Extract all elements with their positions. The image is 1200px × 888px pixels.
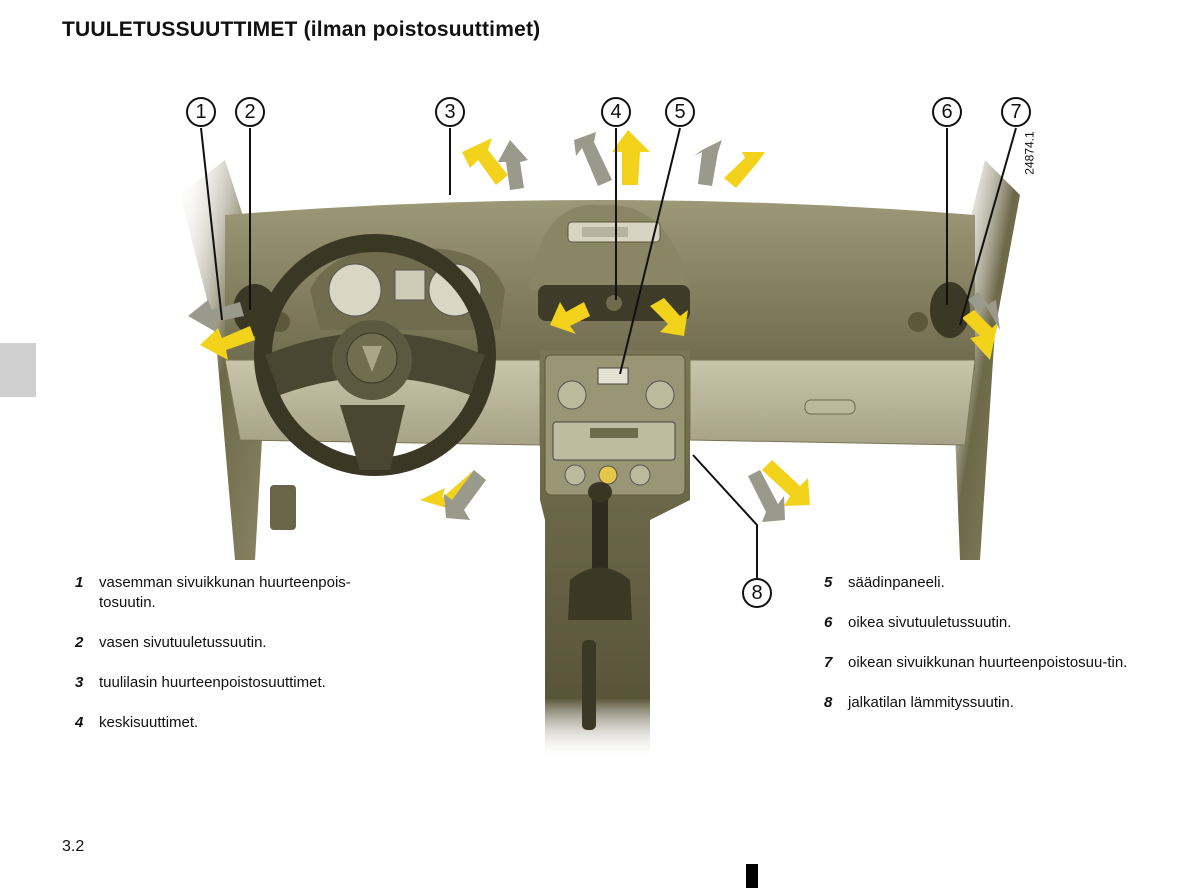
- callout-2: 2: [235, 97, 265, 127]
- callout-8: 8: [742, 578, 772, 608]
- legend-text: keskisuuttimet.: [99, 714, 199, 731]
- legend-number: 6: [824, 614, 833, 631]
- legend-left: 1 vasemman sivuikkunan huurteenpois-tosu…: [75, 573, 395, 753]
- legend-item: 4 keskisuuttimet.: [75, 713, 395, 733]
- legend-text: vasemman sivuikkunan huurteenpois-tosuut…: [99, 574, 351, 611]
- legend-item: 3 tuulilasin huurteenpoistosuuttimet.: [75, 673, 395, 693]
- legend-number: 7: [824, 654, 833, 671]
- legend-number: 1: [75, 574, 84, 591]
- legend-item: 8 jalkatilan lämmityssuutin.: [824, 693, 1144, 713]
- crop-mark: [746, 864, 758, 888]
- legend-right: 5 säädinpaneeli. 6 oikea sivutuuletussuu…: [824, 573, 1144, 733]
- legend-item: 5 säädinpaneeli.: [824, 573, 1144, 593]
- legend-number: 5: [824, 574, 833, 591]
- legend-text: vasen sivutuuletussuutin.: [99, 634, 267, 651]
- legend-text: oikea sivutuuletussuutin.: [848, 614, 1012, 631]
- section-tab: [0, 343, 36, 397]
- figure-code: 24874.1: [1022, 131, 1037, 175]
- callout-7: 7: [1001, 97, 1031, 127]
- handbrake: [582, 640, 596, 730]
- callout-1: 1: [186, 97, 216, 127]
- legend-text: säädinpaneeli.: [848, 574, 945, 591]
- leader-lines: [200, 127, 1017, 578]
- callout-6: 6: [932, 97, 962, 127]
- page-number: 3.2: [62, 838, 85, 855]
- gear-lever: [592, 495, 608, 575]
- legend-item: 7 oikean sivuikkunan huurteenpoistosuu-t…: [824, 653, 1144, 673]
- airflow-arrows-grey: [188, 132, 1000, 522]
- callout-5: 5: [665, 97, 695, 127]
- legend-number: 3: [75, 674, 84, 691]
- glovebox-handle: [804, 399, 856, 415]
- page-title: TUULETUSSUUTTIMET (ilman poistosuuttimet…: [62, 18, 541, 41]
- legend-text: tuulilasin huurteenpoistosuuttimet.: [99, 674, 326, 691]
- legend-number: 4: [75, 714, 84, 731]
- radio-unit: [552, 421, 676, 461]
- legend-text: jalkatilan lämmityssuutin.: [848, 694, 1014, 711]
- airflow-arrows-yellow: [200, 130, 998, 512]
- legend-item: 6 oikea sivutuuletussuutin.: [824, 613, 1144, 633]
- callout-3: 3: [435, 97, 465, 127]
- legend-number: 8: [824, 694, 833, 711]
- legend-item: 1 vasemman sivuikkunan huurteenpois-tosu…: [75, 573, 395, 613]
- legend-item: 2 vasen sivutuuletussuutin.: [75, 633, 395, 653]
- legend-text: oikean sivuikkunan huurteenpoistosuu-tin…: [848, 654, 1128, 671]
- legend-number: 2: [75, 634, 84, 651]
- callout-4: 4: [601, 97, 631, 127]
